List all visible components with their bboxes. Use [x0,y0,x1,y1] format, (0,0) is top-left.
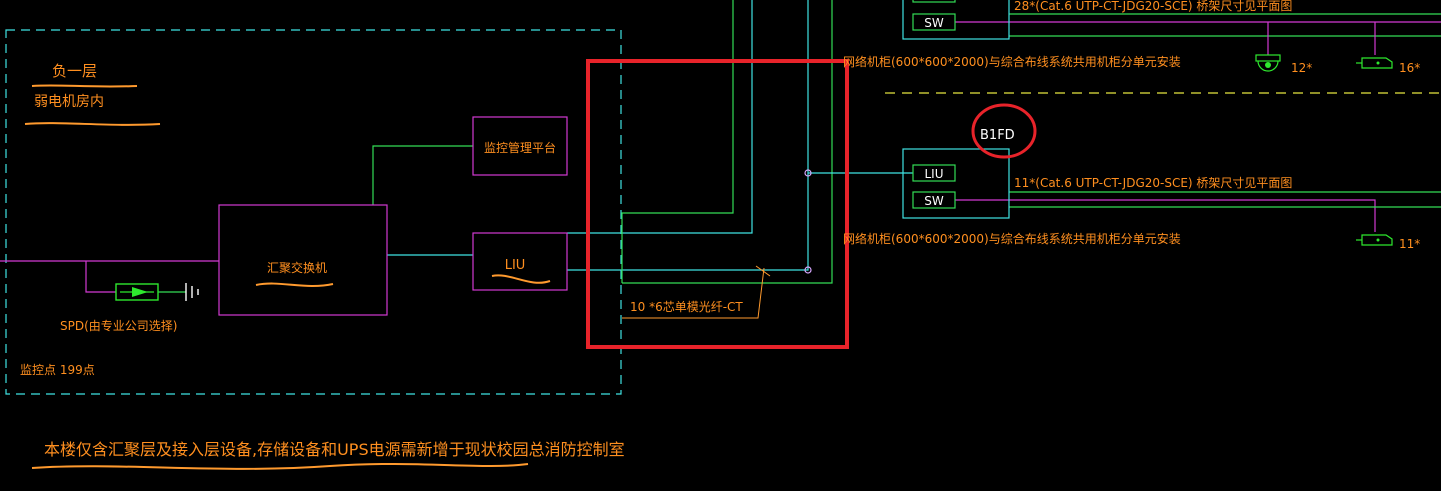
dome-camera-icon [1255,54,1281,72]
fiber-leader [622,267,765,319]
monitor-platform-label: 监控管理平台 [484,140,556,155]
wire-platform [372,145,473,205]
room-label: 弱电机房内 [34,94,104,110]
markup-highlight-box [586,59,849,349]
sw-right-label: SW [924,194,944,208]
cable-mid-2 [955,199,1376,232]
underline-floor [31,84,138,88]
junction-bottom [804,266,812,274]
top-cabinet [902,0,1010,40]
fiber-label: 10 *6芯单模光纤-CT [630,300,743,314]
top-liu-box [912,0,956,3]
cabinet-mid-label: 网络机柜(600*600*2000)与综合布线系统共用机柜分单元安装 [843,231,1181,246]
aggregation-switch-box [218,204,388,316]
count-camera: 12* [1291,61,1312,75]
floor-label: 负一层 [52,62,97,80]
markup-highlight-circle [971,103,1037,159]
cabinet-top-label: 网络机柜(600*600*2000)与综合布线系统共用机柜分单元安装 [843,54,1181,69]
fiber-tick [755,265,771,277]
room-boundary [5,29,622,395]
liu-left-box [472,232,568,291]
riser-1 [567,0,753,234]
liu-right-label: LIU [924,167,943,181]
bullet-camera-icon [1356,234,1393,246]
bullet-camera-icon [1356,57,1393,69]
underline-switch [255,282,334,287]
bottom-note: 本楼仅含汇聚层及接入层设备,存储设备和UPS电源需新增于现状校园总消防控制室 [44,440,625,459]
sw-top-label: SW [924,16,944,30]
aggregation-switch-label: 汇聚交换机 [267,260,327,275]
underline-room [24,122,161,126]
wire-spd [85,261,116,293]
b1fd-cabinet [902,148,1010,219]
surge-protector-icon [115,283,159,301]
liu-right-box [912,164,956,182]
b1fd-label: B1FD [980,128,1015,143]
cable-mid-label: 11*(Cat.6 UTP-CT-JDG20-SCE) 桥架尺寸见平面图 [1014,176,1292,190]
sw-right-box [912,191,956,209]
junction-top [804,169,812,177]
sw-top-box [912,13,956,31]
underline-liu [491,274,551,284]
riser-2 [567,0,809,271]
riser-4 [621,0,734,283]
count-top-right: 16* [1399,61,1420,75]
cable-top-label: 28*(Cat.6 UTP-CT-JDG20-SCE) 桥架尺寸见平面图 [1014,0,1292,13]
count-mid-right: 11* [1399,237,1420,251]
riser-3 [622,0,833,284]
liu-left-label: LIU [505,258,526,273]
monitor-points-label: 监控点 199点 [20,363,95,377]
spd-label: SPD(由专业公司选择) [60,318,177,333]
ground-icon [185,283,199,301]
underline-note [31,463,529,470]
monitor-platform-box [472,116,568,176]
